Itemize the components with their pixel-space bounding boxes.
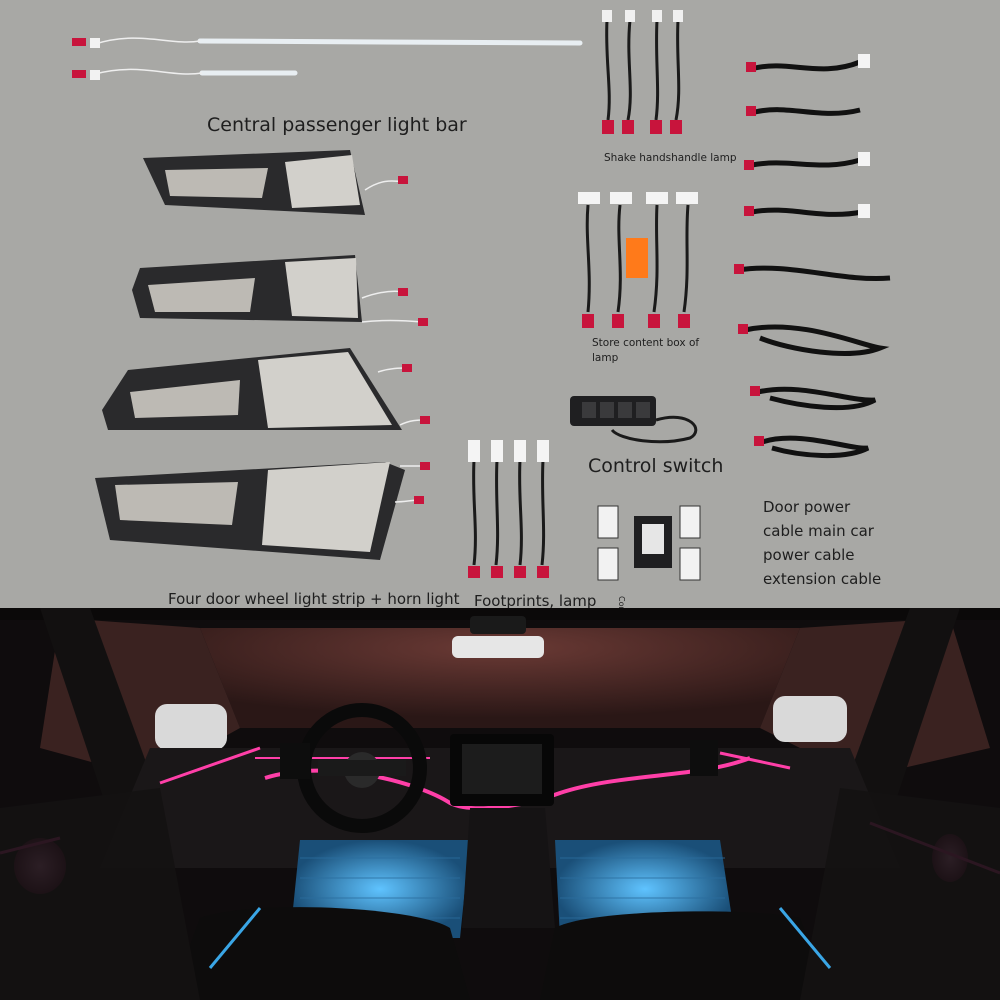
driver-seat — [170, 907, 470, 1000]
footprint-lamps — [472, 459, 546, 566]
passenger-seat — [540, 911, 830, 1000]
footprints-lamp-label: Footprints, lamp — [474, 592, 597, 610]
door-panel — [102, 348, 430, 430]
footprint-lamp-heads — [468, 440, 549, 462]
central-light-bar — [72, 37, 583, 80]
right-side-mirror — [773, 696, 847, 742]
door-blue-strip — [208, 907, 262, 969]
car-interior-photo — [0, 608, 1000, 1000]
control-switch-label: Control switch — [588, 455, 724, 477]
instruction-tag — [626, 238, 648, 278]
left-vent — [280, 743, 310, 779]
store-box-connectors — [582, 314, 690, 328]
door-panel — [95, 462, 430, 560]
windshield — [200, 628, 800, 728]
cable-connectors — [734, 62, 764, 446]
rearview-mirror — [452, 636, 544, 658]
door-panel — [143, 150, 408, 215]
handle-lamps — [605, 19, 681, 121]
handle-lamp-heads — [602, 10, 683, 22]
right-vent — [690, 740, 718, 776]
door-panel — [132, 255, 428, 326]
shake-lamp-label: Shake handshandle lamp — [604, 152, 737, 164]
four-door-strip-label: Four door wheel light strip + horn light — [168, 590, 460, 608]
control-switch-unit — [570, 396, 698, 444]
product-kit-photo: Central passenger light bar Shake handsh… — [72, 10, 891, 642]
left-side-mirror — [155, 704, 227, 750]
interior-illustration — [0, 608, 1000, 1000]
store-box-label: Store content box of lamp — [592, 337, 700, 364]
power-cables — [737, 59, 891, 459]
central-light-bar-label: Central passenger light bar — [207, 114, 467, 136]
footprint-lamp-connectors — [468, 566, 549, 578]
center-console — [462, 808, 555, 928]
left-door — [0, 788, 200, 1000]
handle-lamp-connectors — [602, 120, 682, 134]
kit-parts-illustration — [72, 10, 891, 581]
door-power-cable-label: Door power cable main car power cable ex… — [763, 498, 882, 588]
store-box-lamp-heads — [578, 192, 698, 204]
right-door — [800, 788, 1000, 1000]
store-box-lamps — [585, 204, 690, 313]
control-boxes — [597, 505, 701, 581]
cable-end-plugs — [858, 54, 870, 218]
